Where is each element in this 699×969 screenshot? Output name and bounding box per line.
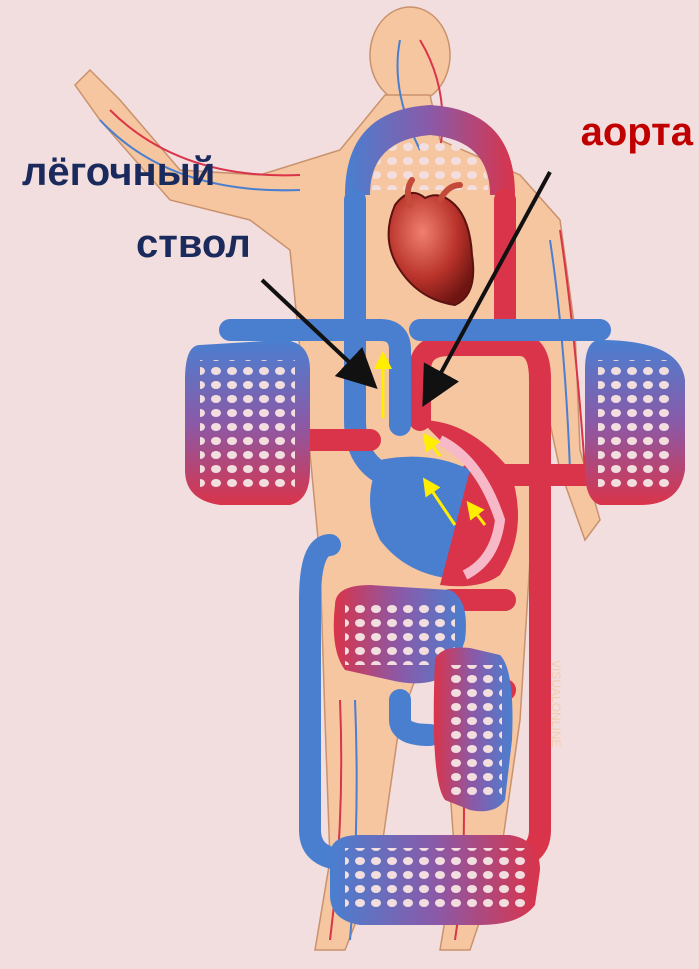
pulmonary-trunk-label-line1: лёгочный <box>22 152 215 192</box>
kidney-capillary-bed <box>434 648 513 812</box>
pulmonary-trunk-label-line2: ствол <box>136 224 251 264</box>
left-lung-capillary-bed <box>185 340 310 505</box>
right-lung-capillary-bed <box>585 340 685 505</box>
lower-body-capillary-bed <box>330 835 540 925</box>
aorta-label: аорта <box>581 112 693 152</box>
watermark: VISUALONLINE <box>549 660 563 747</box>
